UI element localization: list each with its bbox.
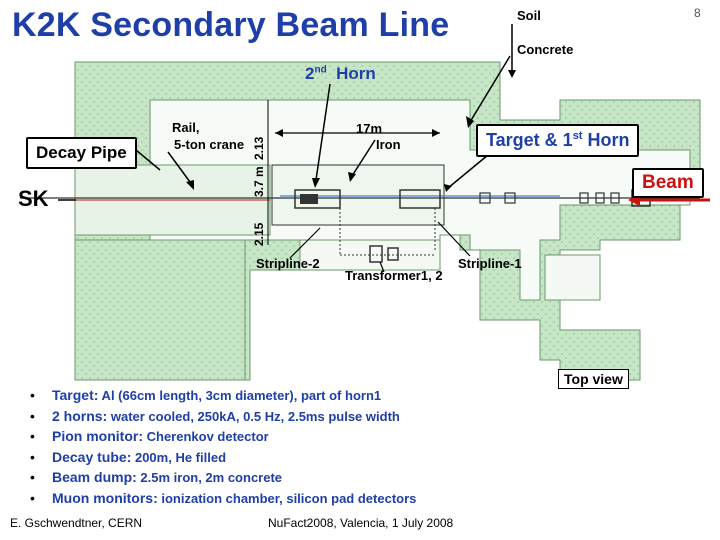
arrow-concrete bbox=[469, 55, 511, 123]
label-beam: Beam bbox=[632, 168, 704, 198]
element-q3 bbox=[479, 192, 491, 204]
label-rail: Rail, bbox=[172, 120, 200, 135]
label-second-horn: 2nd Horn bbox=[305, 64, 376, 83]
arrow-rail bbox=[167, 151, 191, 183]
element-q7 bbox=[504, 192, 516, 204]
transformer-2 bbox=[387, 247, 399, 261]
lower-right-room bbox=[544, 254, 601, 301]
label-soil: Soil bbox=[517, 8, 541, 23]
label-iron: Iron bbox=[376, 137, 401, 152]
label-sk: SK bbox=[18, 186, 49, 211]
arrow-stripline2 bbox=[289, 227, 321, 259]
arrow-horn2 bbox=[315, 83, 331, 181]
label-crane: 5-ton crane bbox=[174, 137, 245, 152]
bullet-item: •Beam dump: 2.5m iron, 2m concrete bbox=[30, 469, 283, 485]
footer-event: NuFact2008, Valencia, 1 July 2008 bbox=[268, 516, 454, 530]
label-stripline-2: Stripline-2 bbox=[256, 256, 320, 271]
label-decay-pipe: Decay Pipe bbox=[26, 137, 137, 169]
element-v8 bbox=[595, 192, 605, 204]
label-top-view: Top view bbox=[558, 369, 629, 389]
label-dim-215: 2.15 bbox=[252, 222, 266, 246]
bullet-item: •2 horns: water cooled, 250kA, 0.5 Hz, 2… bbox=[30, 407, 400, 424]
iron-block bbox=[271, 164, 445, 226]
slide-number: 8 bbox=[694, 6, 701, 20]
label-17m: 17m bbox=[356, 121, 383, 136]
element-h7 bbox=[610, 192, 620, 204]
arrow-decay bbox=[135, 149, 161, 171]
footer-author: E. Gschwendtner, CERN bbox=[10, 516, 143, 530]
label-dim-37: 3.7 m bbox=[252, 166, 266, 197]
bullet-list: •Target: Al (66cm length, 3cm diameter),… bbox=[30, 387, 550, 510]
bullet-item: •Muon monitors: ionization chamber, sili… bbox=[30, 489, 417, 506]
element-q1 bbox=[579, 192, 589, 204]
transformer-1 bbox=[369, 245, 383, 263]
label-transformer: Transformer1, 2 bbox=[345, 268, 443, 283]
bullet-item: •Decay tube: 200m, He filled bbox=[30, 448, 227, 465]
horn2-inner bbox=[300, 194, 318, 204]
bullet-item: •Pion monitor: Cherenkov detector bbox=[30, 428, 269, 444]
label-concrete: Concrete bbox=[517, 42, 574, 57]
arrow-target bbox=[447, 154, 489, 189]
label-target-horn: Target & 1st Horn bbox=[476, 124, 640, 157]
arrow-transformer bbox=[379, 261, 385, 273]
horn2-body bbox=[294, 189, 341, 209]
label-dim-213: 2.13 bbox=[252, 136, 266, 160]
bullet-item: •Target: Al (66cm length, 3cm diameter),… bbox=[30, 387, 382, 403]
horn1-body bbox=[399, 189, 441, 209]
arrow-stripline1 bbox=[437, 221, 471, 257]
lower-left-block bbox=[74, 239, 246, 381]
arrow-iron bbox=[351, 139, 376, 177]
slide-title: K2K Secondary Beam Line bbox=[12, 6, 450, 44]
label-stripline-1: Stripline-1 bbox=[458, 256, 522, 271]
